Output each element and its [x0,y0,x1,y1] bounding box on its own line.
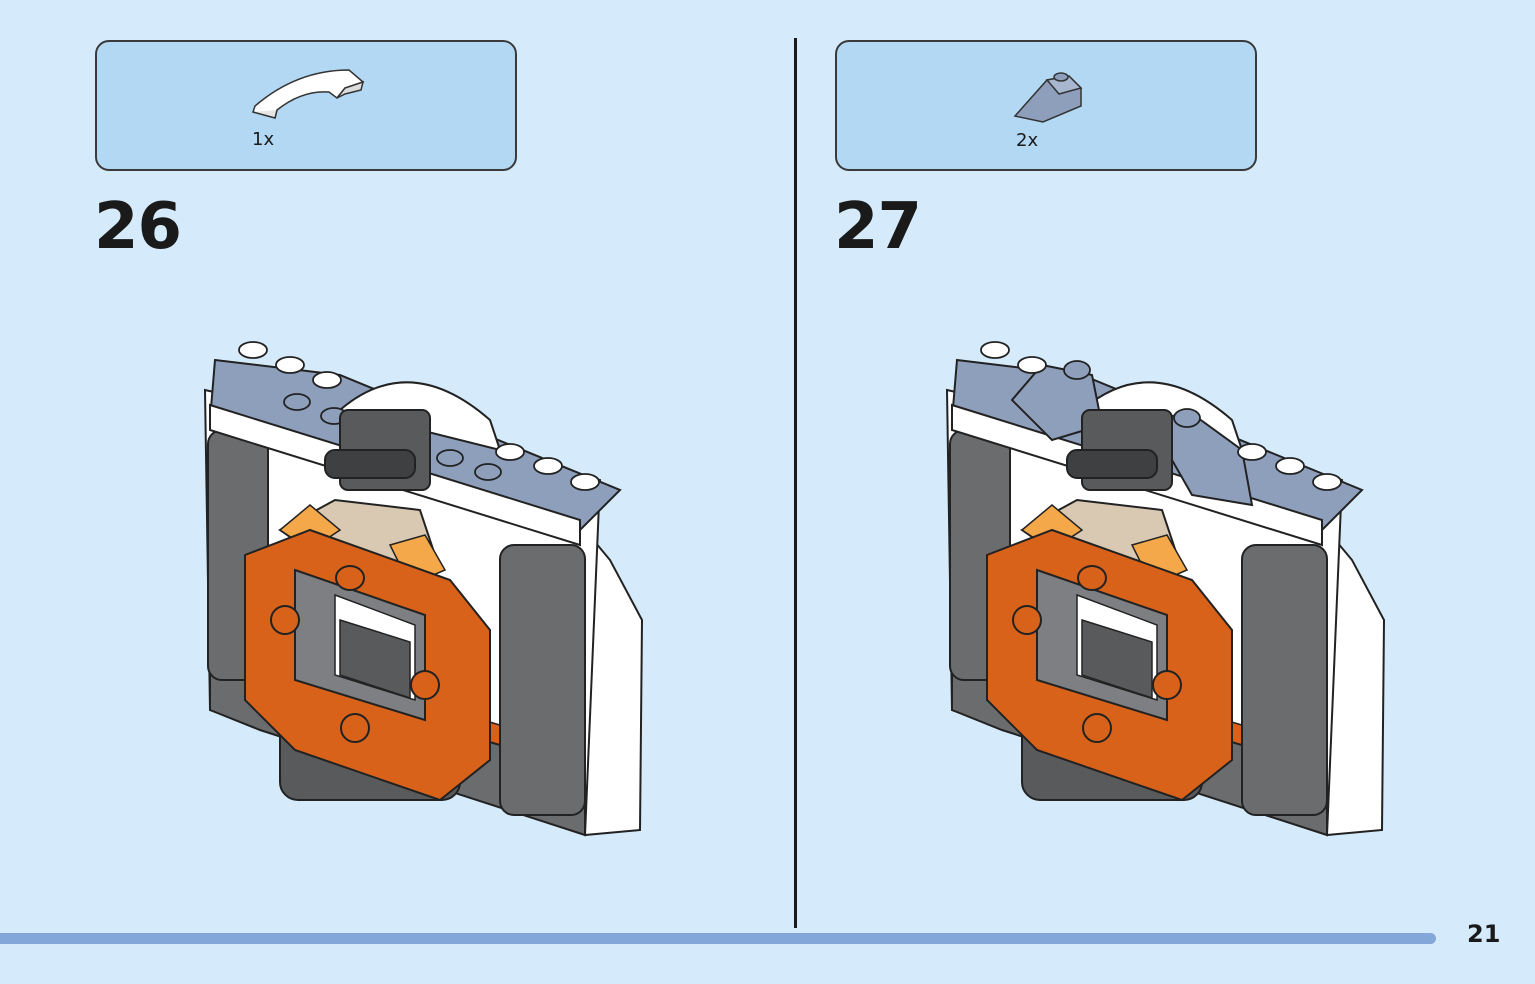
step-number: 27 [834,190,922,264]
curved-slope-white-icon [252,69,365,119]
progress-bar [0,933,1436,944]
part-quantity: 2x [1016,130,1039,151]
step-divider [794,38,797,928]
parts-callout-step-27: 2x [835,40,1257,171]
parts-callout-step-26: 1x [95,40,517,171]
camera-model-step-27 [945,341,1386,837]
part-quantity: 1x [252,129,275,150]
camera-model-step-26 [203,341,644,837]
slope-sand-blue-icon [1013,72,1083,123]
step-number: 26 [94,190,182,264]
page-number: 21 [1467,920,1501,948]
